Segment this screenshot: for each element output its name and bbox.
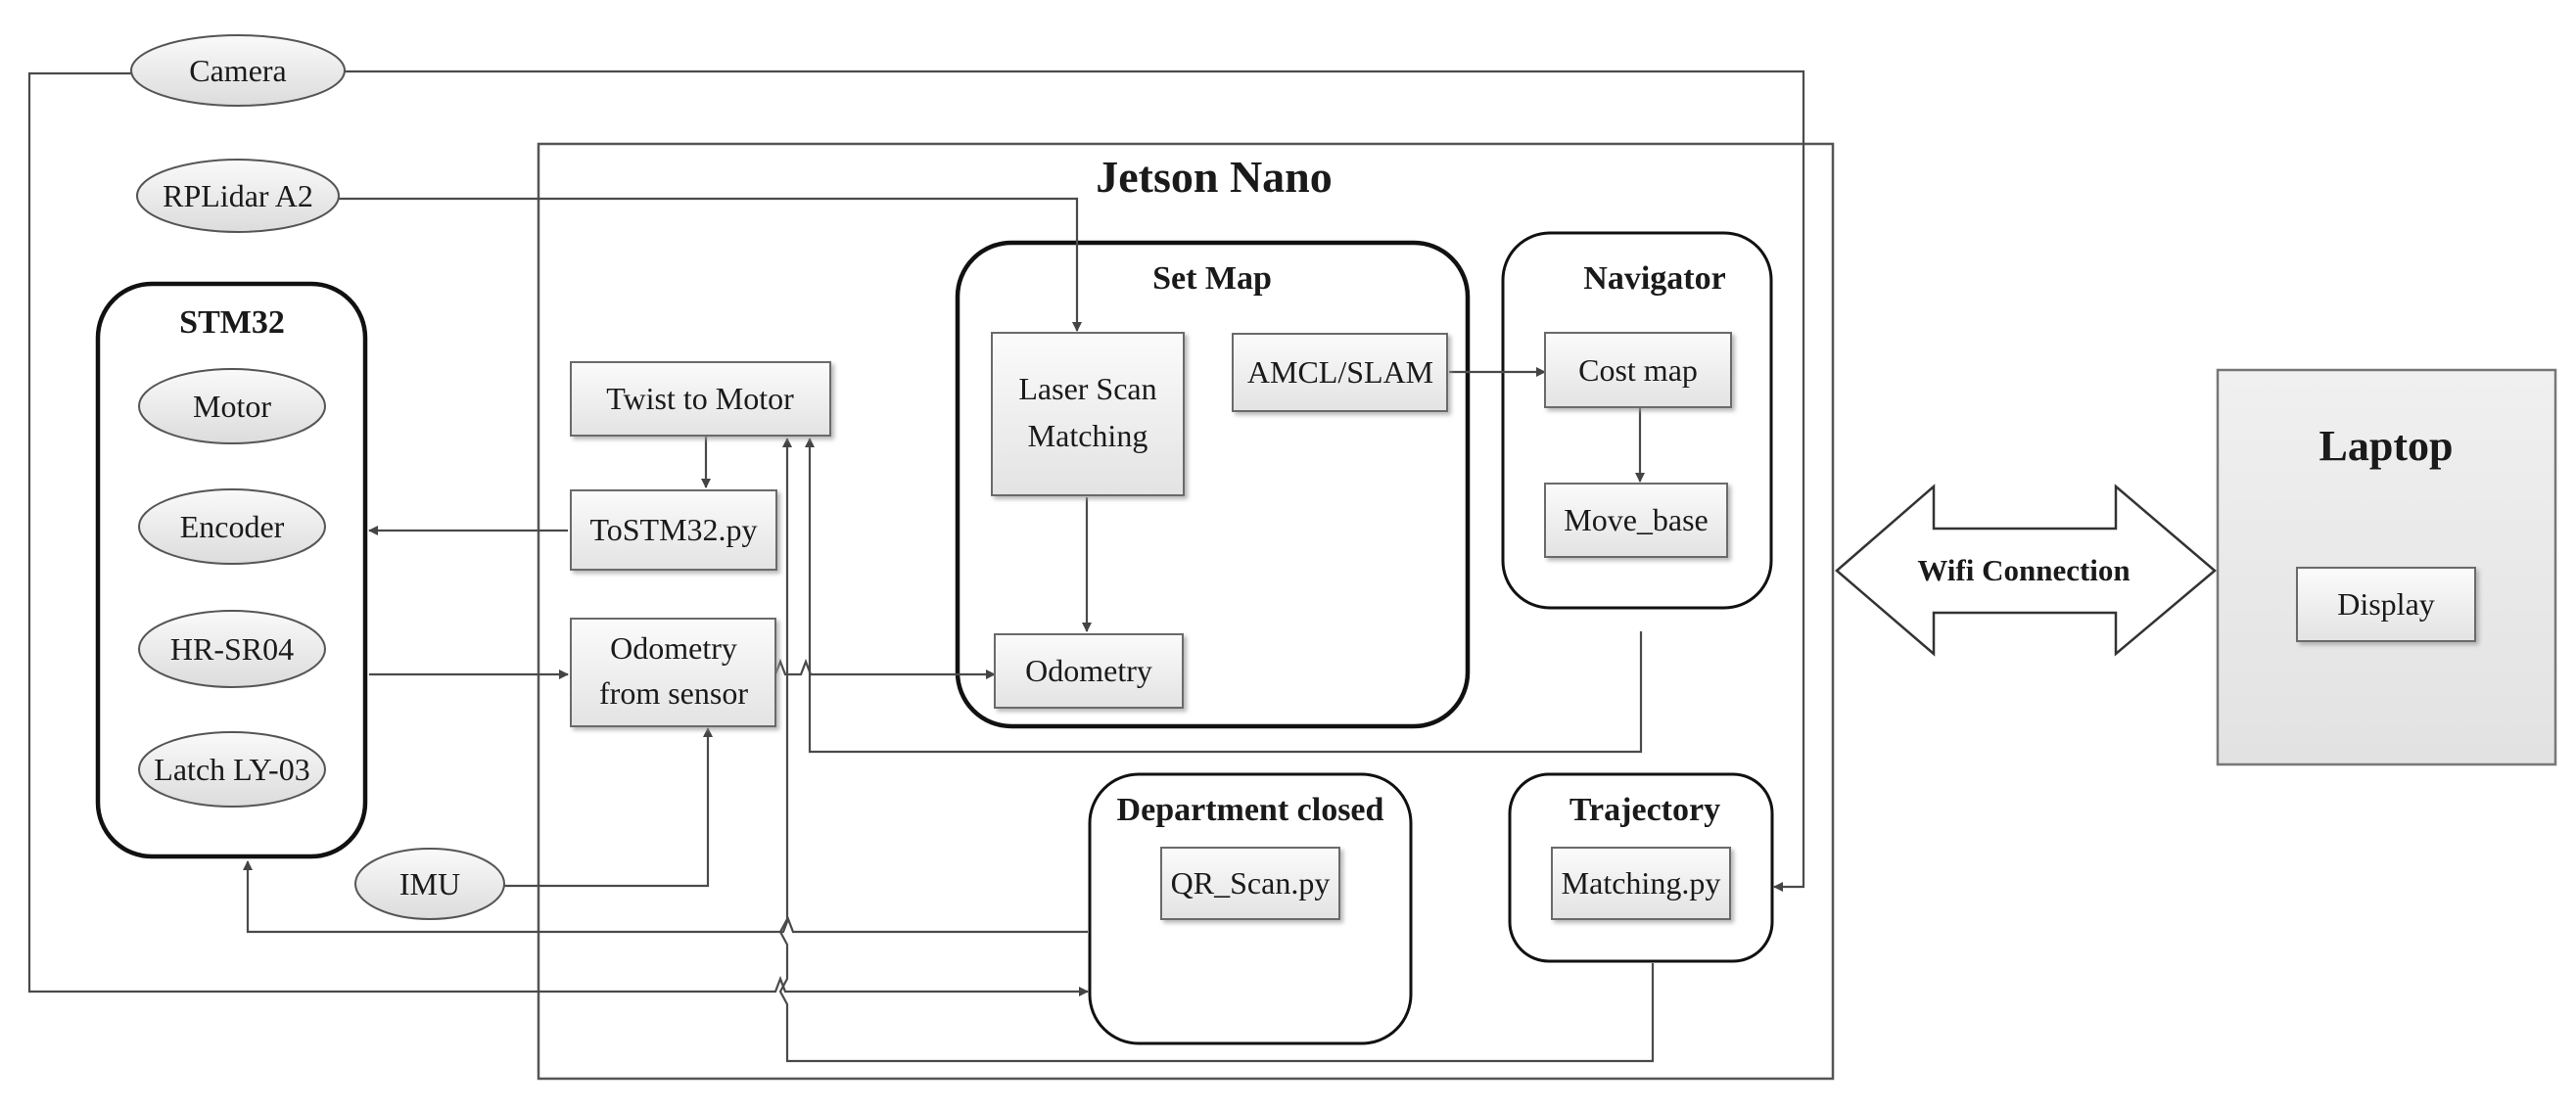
odometry-from-sensor-label-1: Odometry (610, 630, 737, 666)
rplidar-node (136, 159, 340, 233)
motor-node (138, 368, 326, 444)
display-box (2296, 567, 2476, 642)
hr-sr04-node (138, 610, 326, 688)
matching-label: Matching.py (1562, 865, 1721, 901)
camera-to-department-line (27, 71, 1089, 996)
amcl-slam-label: AMCL/SLAM (1247, 354, 1433, 390)
odometry-from-sensor-box (570, 618, 776, 727)
display-label: Display (2337, 586, 2435, 622)
qr-scan-box (1160, 847, 1340, 920)
imu-to-odometry-sensor-line (504, 727, 713, 888)
matching-box (1551, 847, 1731, 920)
odometry-box (994, 633, 1184, 709)
rplidar-to-laser-line (339, 197, 1082, 332)
latch-node (138, 731, 326, 808)
trajectory-to-twist-line (778, 438, 1655, 1063)
imu-label: IMU (399, 866, 460, 901)
tostm32-label: ToSTM32.py (589, 512, 757, 547)
hr-sr04-label: HR-SR04 (170, 631, 294, 667)
move-base-label: Move_base (1564, 502, 1709, 537)
encoder-node (138, 488, 326, 565)
latch-label: Latch LY-03 (154, 752, 309, 787)
jetson-nano-title: Jetson Nano (1096, 152, 1333, 202)
twist-to-motor-label: Twist to Motor (606, 381, 794, 416)
motor-label: Motor (193, 389, 271, 424)
navigator-to-twist-line (805, 438, 1643, 754)
twist-to-motor-box (570, 361, 831, 437)
laser-scan-matching-label-1: Laser Scan (1018, 371, 1156, 406)
stm32-title: STM32 (179, 304, 285, 341)
laptop-title: Laptop (2319, 422, 2454, 470)
wifi-connection-label: Wifi Connection (1917, 553, 2130, 587)
navigator-title: Navigator (1583, 260, 1725, 297)
camera-to-trajectory-line (345, 69, 1805, 892)
wifi-connection-arrow (1835, 484, 2217, 657)
imu-node (354, 848, 505, 920)
odometry-label: Odometry (1025, 653, 1152, 688)
cost-map-box (1544, 332, 1732, 408)
department-closed-title: Department closed (1117, 792, 1384, 828)
laser-scan-matching-label-2: Matching (1028, 418, 1148, 453)
department-to-stm32-line (243, 860, 1088, 934)
trajectory-title: Trajectory (1569, 792, 1720, 828)
camera-label: Camera (189, 53, 287, 88)
connectors (27, 69, 1805, 1063)
amcl-slam-box (1232, 333, 1448, 412)
encoder-label: Encoder (180, 509, 285, 544)
qr-scan-label: QR_Scan.py (1171, 865, 1331, 901)
camera-node (130, 34, 346, 107)
tostm32-box (570, 489, 777, 571)
odometry-from-sensor-label-2: from sensor (599, 675, 748, 711)
cost-map-label: Cost map (1578, 352, 1698, 388)
move-base-box (1544, 483, 1728, 558)
laser-scan-matching-box (991, 332, 1185, 496)
rplidar-label: RPLidar A2 (163, 178, 313, 213)
set-map-title: Set Map (1152, 260, 1272, 297)
